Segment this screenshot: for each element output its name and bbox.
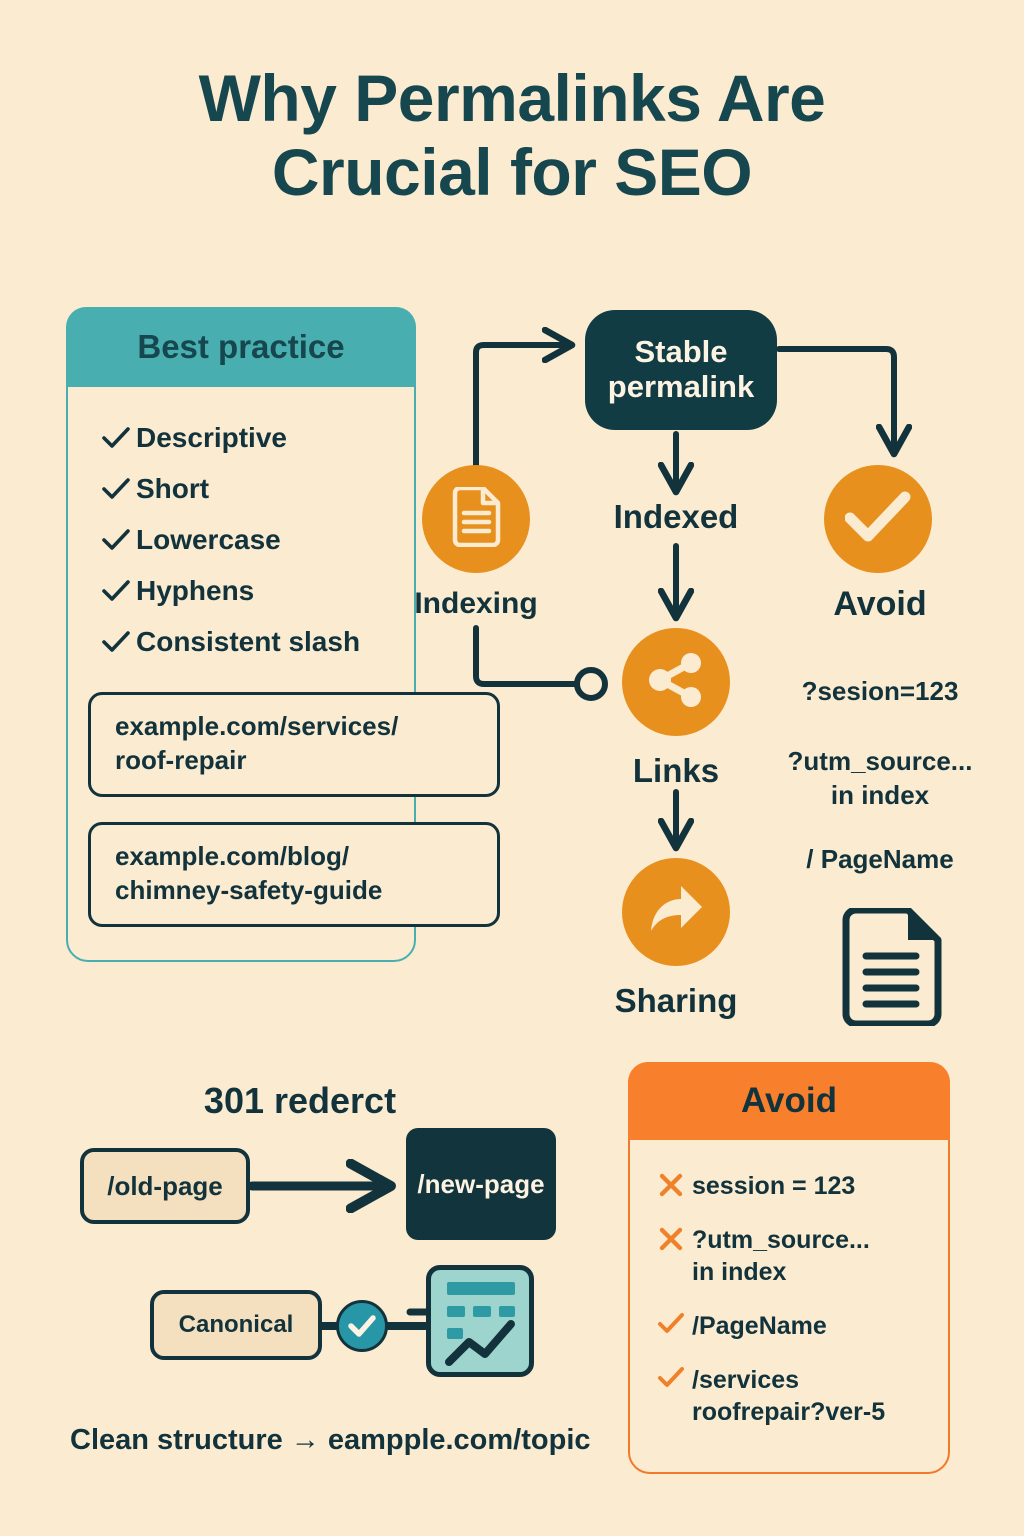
document-icon: [838, 906, 946, 1028]
list-item-label: Descriptive: [136, 421, 287, 453]
list-item: Consistent slash: [96, 616, 426, 667]
check-icon: [96, 425, 136, 451]
document-icon: [449, 485, 503, 552]
list-item-label: Short: [136, 472, 210, 504]
avoid-note: ?utm_source... in index: [787, 746, 973, 810]
list-item: Short: [96, 463, 426, 514]
redirect-title: 301 rederct: [203, 1080, 397, 1121]
list-item: /PageName: [650, 1310, 950, 1342]
page-title: Why Permalinks Are Crucial for SEO: [0, 61, 1024, 210]
indexing-label: Indexing: [414, 587, 538, 620]
links-label: Links: [632, 752, 720, 789]
list-item-label: Consistent slash: [136, 625, 361, 657]
best-practice-header: Best practice: [66, 307, 416, 387]
avoid-label: Avoid: [833, 585, 927, 623]
list-item: ?utm_source... in index: [650, 1224, 950, 1288]
new-page-box: /new-page: [406, 1128, 556, 1240]
list-item-label: Lowercase: [136, 523, 281, 555]
list-item: Lowercase: [96, 514, 426, 565]
list-item: Descriptive: [96, 412, 426, 463]
links-node: [622, 628, 730, 736]
check-icon: [96, 629, 136, 655]
share-arrow-icon: [645, 881, 707, 944]
check-icon: [96, 527, 136, 553]
check-circle-icon: [844, 491, 911, 548]
canonical-box: Canonical: [150, 1290, 322, 1360]
avoid-card-header: Avoid: [628, 1062, 950, 1140]
indexing-node: [422, 465, 530, 573]
list-item-label: Hyphens: [136, 574, 255, 606]
indexed-label: Indexed: [613, 498, 739, 535]
stable-permalink-node: Stable permalink: [585, 310, 777, 430]
list-item-label: ?utm_source... in index: [692, 1226, 870, 1286]
title-line-2: Crucial for SEO: [271, 134, 753, 209]
check-icon: [96, 578, 136, 604]
old-page-box: /old-page: [80, 1148, 250, 1224]
check-icon: [96, 476, 136, 502]
sharing-label: Sharing: [614, 982, 738, 1019]
url-example-box: example.com/services/ roof-repair: [88, 692, 500, 797]
list-item-label: /services roofrepair?ver-5: [692, 1366, 886, 1426]
check-icon: [650, 1310, 692, 1336]
list-item-label: session = 123: [692, 1172, 856, 1200]
cross-icon: [650, 1170, 692, 1198]
analytics-chart-icon: [426, 1265, 534, 1377]
avoid-note: ?sesion=123: [801, 676, 959, 706]
share-nodes-icon: [647, 651, 705, 714]
best-practice-list: Descriptive Short Lowercase Hyphens Cons…: [96, 412, 426, 667]
check-icon: [650, 1364, 692, 1390]
cross-icon: [650, 1224, 692, 1252]
list-item: session = 123: [650, 1170, 950, 1202]
url-example-box: example.com/blog/ chimney-safety-guide: [88, 822, 500, 927]
list-item: Hyphens: [96, 565, 426, 616]
clean-structure-caption: Clean structure → eampple.com/topic: [70, 1424, 591, 1456]
title-line-1: Why Permalinks Are: [198, 61, 826, 135]
check-circle-icon: [336, 1300, 388, 1352]
avoid-note: / PageName: [806, 844, 954, 874]
sharing-node: [622, 858, 730, 966]
list-item-label: /PageName: [692, 1312, 827, 1340]
avoid-list: session = 123 ?utm_source... in index /P…: [650, 1170, 950, 1450]
avoid-check-node: [824, 465, 932, 573]
list-item: /services roofrepair?ver-5: [650, 1364, 950, 1428]
